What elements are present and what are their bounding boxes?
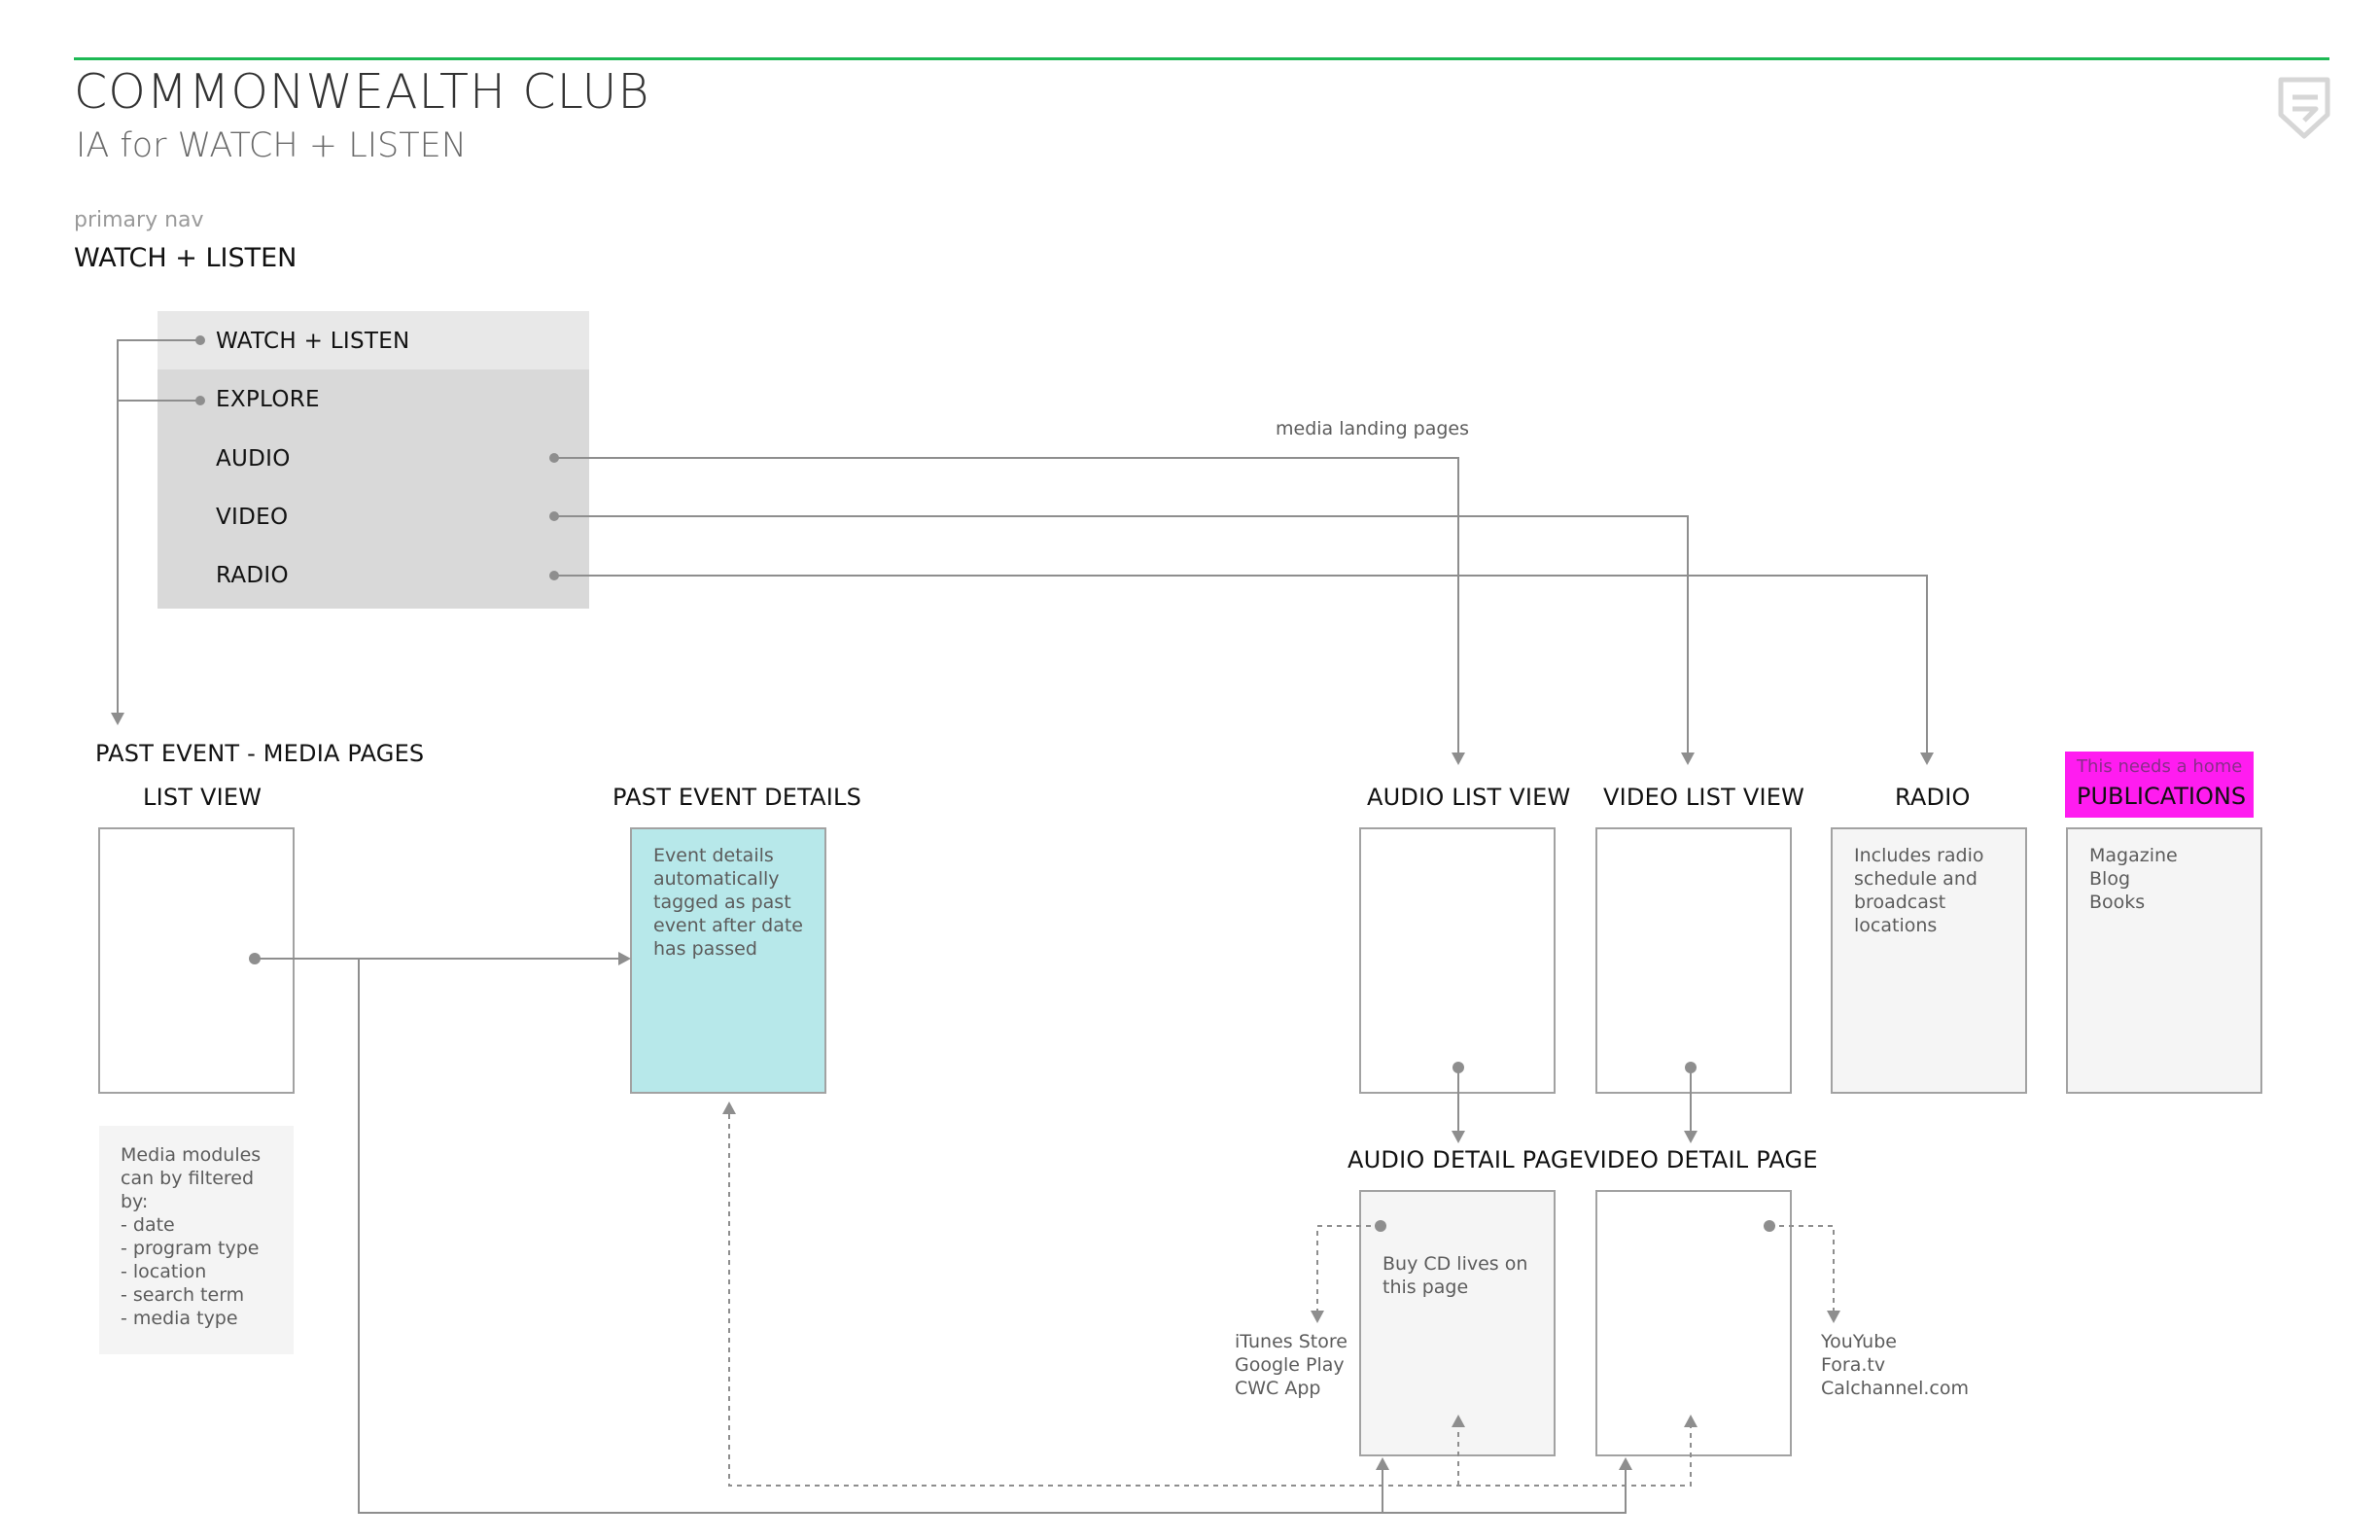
- media-landing-pages-label: media landing pages: [1276, 418, 1470, 439]
- video-list-view-page: [1595, 827, 1792, 1094]
- past-event-details-text: Event details automatically tagged as pa…: [653, 845, 803, 960]
- video-list-view-label: VIDEO LIST VIEW: [1603, 784, 1805, 811]
- filter-note: Media modules can by filtered by: - date…: [99, 1126, 294, 1354]
- primary-nav-caption: primary nav: [74, 208, 204, 232]
- connector-radio: [554, 575, 1928, 752]
- connector-video: [554, 515, 1689, 752]
- nav-item-video[interactable]: VIDEO: [216, 505, 289, 530]
- nav-item-watch-listen[interactable]: WATCH + LISTEN: [216, 329, 410, 354]
- shield-logo-icon: [2278, 77, 2330, 139]
- connector-audio: [554, 457, 1459, 752]
- list-view-label: LIST VIEW: [143, 784, 262, 811]
- audio-detail-page-text: Buy CD lives on this page: [1382, 1253, 1528, 1298]
- audio-list-view-page: [1359, 827, 1556, 1094]
- publications-page: [2066, 827, 2262, 1094]
- past-event-heading: PAST EVENT - MEDIA PAGES: [95, 740, 425, 767]
- radio-page-text: Includes radio schedule and broadcast lo…: [1854, 845, 1984, 936]
- primary-nav-heading: WATCH + LISTEN: [74, 243, 298, 273]
- audio-external-links: iTunes Store Google Play CWC App: [1235, 1331, 1348, 1399]
- radio-page: [1831, 827, 2027, 1094]
- page-title: COMMONWEALTH CLUB: [74, 64, 650, 120]
- dashed-connector-details: [728, 1114, 1692, 1487]
- dashed-connector-video-external: [1769, 1225, 1835, 1311]
- audio-detail-page-label: AUDIO DETAIL PAGE: [1348, 1146, 1585, 1173]
- video-external-links: YouYube Fora.tv Calchannel.com: [1821, 1331, 1969, 1399]
- video-detail-page: [1595, 1190, 1792, 1456]
- publications-highlight: [2065, 752, 2254, 818]
- publications-page-text: Magazine Blog Books: [2089, 845, 2178, 913]
- publications-note: This needs a home: [2077, 756, 2243, 777]
- page-subtitle: IA for WATCH + LISTEN: [76, 126, 467, 165]
- list-view-page: [98, 827, 295, 1094]
- audio-detail-page: [1359, 1190, 1556, 1456]
- video-detail-page-label: VIDEO DETAIL PAGE: [1584, 1146, 1818, 1173]
- header-accent-line: [74, 57, 2329, 60]
- nav-item-radio[interactable]: RADIO: [216, 563, 289, 588]
- dashed-connector-audio-external: [1316, 1225, 1381, 1311]
- past-event-details-label: PAST EVENT DETAILS: [612, 784, 862, 811]
- past-event-details-page: [630, 827, 826, 1094]
- connector-watch-listen: [117, 339, 200, 713]
- nav-item-audio[interactable]: AUDIO: [216, 446, 291, 472]
- audio-list-view-label: AUDIO LIST VIEW: [1367, 784, 1571, 811]
- nav-active-highlight: [158, 311, 589, 369]
- radio-label: RADIO: [1895, 784, 1971, 811]
- nav-item-explore[interactable]: EXPLORE: [216, 387, 320, 412]
- publications-label: PUBLICATIONS: [2077, 783, 2247, 810]
- connector-list-to-video-detail: [358, 959, 1627, 1514]
